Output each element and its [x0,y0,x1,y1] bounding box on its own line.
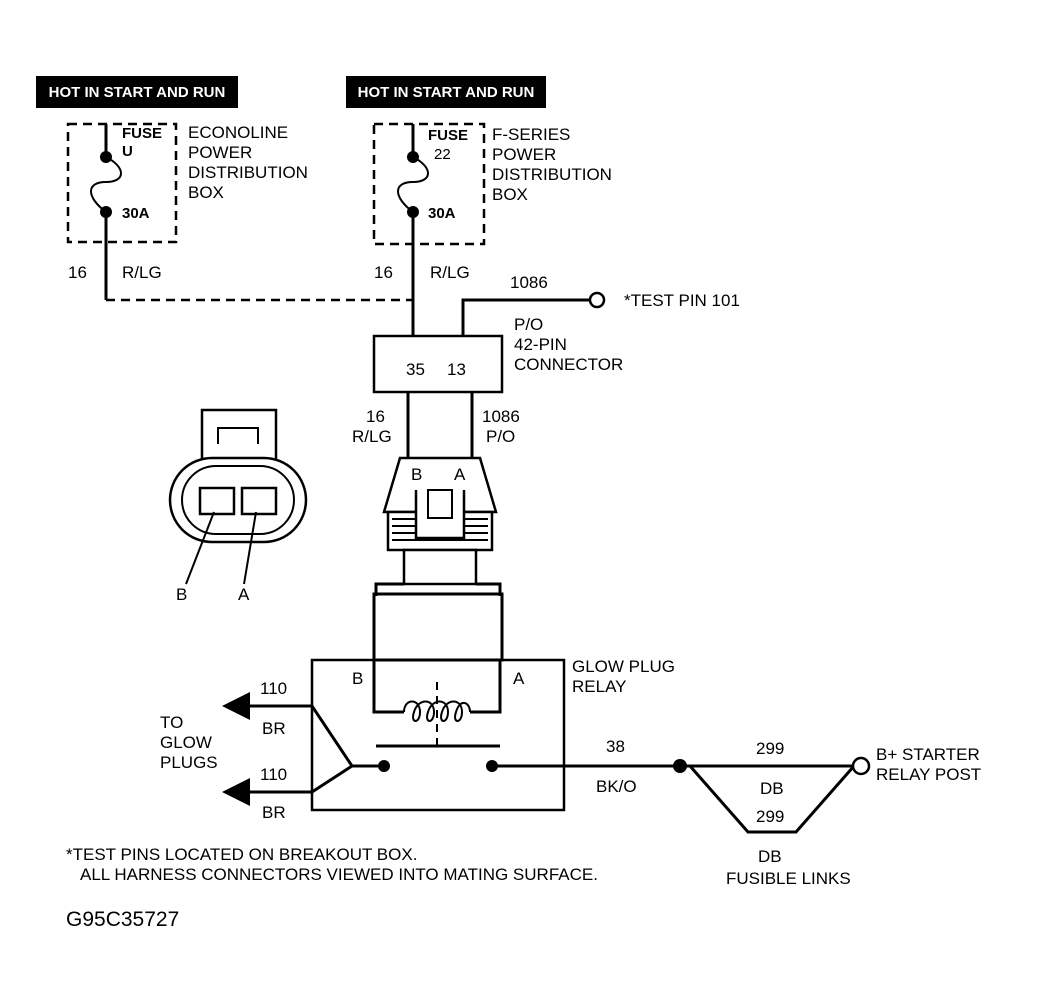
link-top-circuit: 299 [756,739,784,758]
econoline-box-line1: ECONOLINE [188,123,288,142]
fseries-box-line1: F-SERIES [492,125,570,144]
link-bottom-color: DB [758,847,782,866]
fseries-wire-gauge: 16 [374,263,393,282]
glow-label-line2: GLOW [160,733,212,752]
face-cavity-a [240,486,278,516]
fuse-22-rating: 30A [428,205,456,222]
test-pin-label: *TEST PIN 101 [624,291,740,310]
link-bottom-circuit: 299 [756,807,784,826]
face-label-a: A [238,585,250,604]
relay-pin-a: A [513,669,525,688]
link-top-color: DB [760,779,784,798]
econoline-box-line3: DISTRIBUTION [188,163,308,182]
harness-right-color: P/O [486,427,515,446]
harness-left-circuit: 16 [366,407,385,426]
feed-circuit: 38 [606,737,625,756]
banner-right-text: HOT IN START AND RUN [358,84,535,101]
fuse-u-rating: 30A [122,205,150,222]
banner-left: HOT IN START AND RUN [36,76,238,108]
test-pin-color: P/O [514,315,543,334]
glow-top-color: BR [262,719,286,738]
banner-left-text: HOT IN START AND RUN [49,84,226,101]
note-line2: ALL HARNESS CONNECTORS VIEWED INTO MATIN… [80,865,598,884]
glow-bottom-color: BR [262,803,286,822]
harness-pin-b: B [411,465,422,484]
harness-pin-a: A [454,465,466,484]
connector-face-view: B A [168,408,308,604]
note-line1: *TEST PINS LOCATED ON BREAKOUT BOX. [66,845,417,864]
arrow-left-icon [222,692,250,720]
glow-label-line3: PLUGS [160,753,218,772]
face-label-b: B [176,585,187,604]
feed-and-fusible-links: 38 BK/O 299 DB 299 DB FUSIBLE LINKS B+ S… [492,737,981,888]
econoline-box-line4: BOX [188,183,224,202]
starter-relay-terminal [851,756,871,776]
starter-label-line1: B+ STARTER [876,745,980,764]
harness-left-color: R/LG [352,427,392,446]
feed-color: BK/O [596,777,637,796]
fuse-22-icon [397,156,429,213]
relay-coil-icon [403,700,471,722]
fseries-box-line2: POWER [492,145,556,164]
fuse-u-label: FUSE [122,125,162,142]
fseries-box-line3: DISTRIBUTION [492,165,612,184]
glow-bottom-circuit: 110 [260,765,287,784]
fuse-u-icon [90,156,122,213]
connector-42-pin: 35 13 42-PIN CONNECTOR [372,334,623,394]
relay-name-line2: RELAY [572,677,627,696]
test-pin-branch: 1086 *TEST PIN 101 P/O [461,273,740,336]
banner-right: HOT IN START AND RUN [346,76,546,108]
connector-name-line2: CONNECTOR [514,355,623,374]
relay-name-line1: GLOW PLUG [572,657,675,676]
fseries-wire-color: R/LG [430,263,470,282]
harness-wires: 16 R/LG 1086 P/O [352,392,520,458]
harness-right-circuit: 1086 [482,407,520,426]
econoline-box-line2: POWER [188,143,252,162]
starter-label-line2: RELAY POST [876,765,981,784]
glow-top-circuit: 110 [260,679,287,698]
fusible-links-caption: FUSIBLE LINKS [726,869,851,888]
fuse-u-id: U [122,143,133,160]
test-pin-circuit: 1086 [510,273,548,292]
glow-plug-relay: GLOW PLUG RELAY B A [310,657,675,812]
relay-harness-connector: B A [372,456,504,662]
fseries-power-distribution-box: FUSE 22 30A F-SERIES POWER DISTRIBUTION … [372,122,612,336]
relay-pin-b: B [352,669,363,688]
fuse-22-label: FUSE [428,127,468,144]
test-pin-terminal [588,291,606,309]
connector-pin-13: 13 [447,360,466,379]
figure-id: G95C35727 [66,908,179,931]
fseries-box-line4: BOX [492,185,528,204]
connector-name-line1: 42-PIN [514,335,567,354]
econoline-wire-gauge: 16 [68,263,87,282]
glow-label-line1: TO [160,713,183,732]
econoline-wire-color: R/LG [122,263,162,282]
face-cavity-b [198,486,236,516]
glow-plug-outputs: 110 BR 110 BR TO GLOW PLUGS [160,679,384,822]
arrow-left-icon [222,778,250,806]
fuse-22-id: 22 [434,146,451,163]
connector-pin-35: 35 [406,360,425,379]
econoline-power-distribution-box: FUSE U 30A ECONOLINE POWER DISTRIBUTION … [66,122,308,300]
